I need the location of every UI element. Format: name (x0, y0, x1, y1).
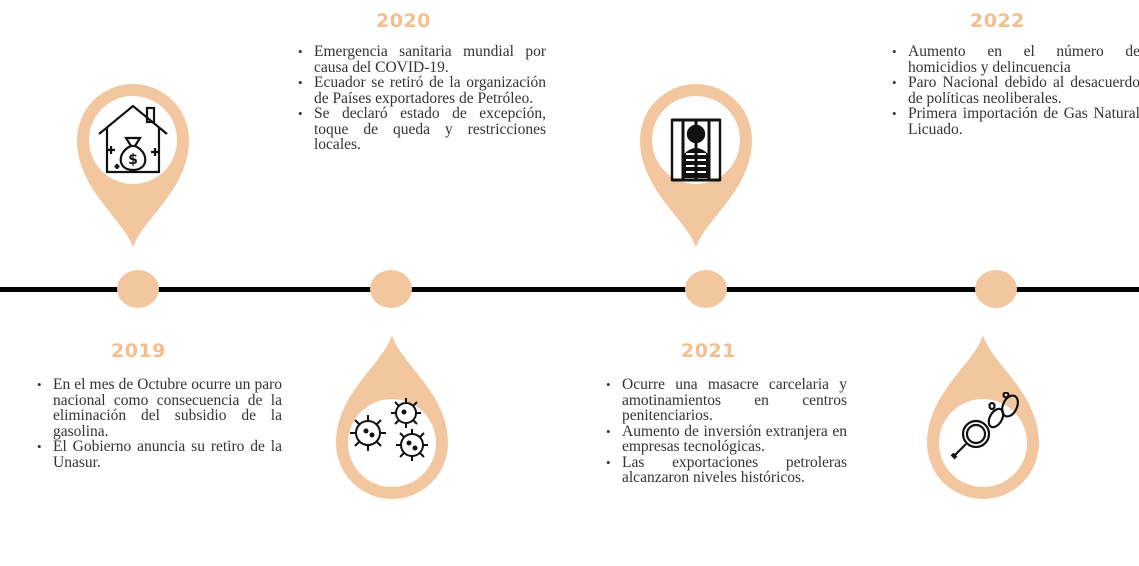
list-item: El Gobierno anuncia su retiro de la Unas… (37, 439, 282, 470)
list-item: Las exportaciones petroleras alcanzaron … (606, 454, 847, 486)
list-item: Primera importación de Gas Natural Licua… (892, 106, 1139, 137)
event-list-2021: Ocurre una masacre carcelaria y amotinam… (604, 377, 847, 486)
event-list-2020: Emergencia sanitaria mundial por causa d… (296, 44, 546, 153)
list-item: Ecuador se retiró de la organización de … (298, 75, 546, 106)
year-label-2020: 2020 (376, 10, 431, 32)
investigation-footprints-icon (950, 392, 1019, 460)
timeline-axis (0, 287, 1139, 292)
timeline-dot-2020 (370, 270, 412, 308)
list-item: Se declaró estado de excepción, toque de… (298, 106, 546, 153)
svg-text:$: $ (128, 152, 138, 168)
list-item: Emergencia sanitaria mundial por causa d… (298, 44, 546, 75)
event-list-2019: En el mes de Octubre ocurre un paro naci… (35, 377, 282, 470)
event-list-2022: Aumento en el número de homicidios y del… (890, 44, 1139, 137)
timeline-dot-2022 (975, 270, 1017, 308)
timeline-dot-2021 (685, 270, 727, 308)
list-item: En el mes de Octubre ocurre un paro naci… (37, 377, 282, 439)
list-item: Ocurre una masacre carcelaria y amotinam… (606, 377, 847, 424)
year-label-2019: 2019 (111, 340, 166, 362)
virus-icon (350, 398, 428, 461)
list-item: Aumento en el número de homicidios y del… (892, 44, 1139, 75)
list-item: Aumento de inversión extranjera en empre… (606, 423, 847, 455)
year-label-2021: 2021 (681, 340, 736, 362)
prisoner-bars-icon (670, 118, 722, 182)
house-money-bag-icon: $ (98, 104, 168, 174)
list-item: Paro Nacional debido al desacuerdo de po… (892, 75, 1139, 106)
timeline-dot-2019 (117, 270, 159, 308)
year-label-2022: 2022 (970, 10, 1025, 32)
